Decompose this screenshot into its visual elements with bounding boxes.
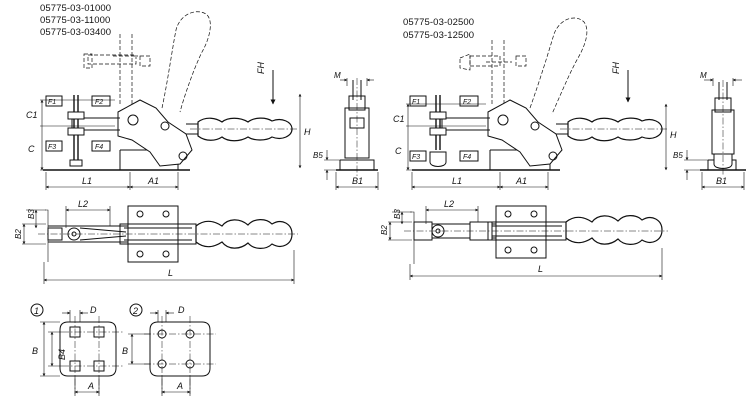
- svg-text:F1: F1: [412, 99, 420, 106]
- svg-text:F1: F1: [48, 99, 56, 106]
- svg-text:L2: L2: [444, 199, 454, 209]
- left-clamp-top-view: B2 B3 L2 L: [14, 199, 298, 284]
- part-number-right-1: 05775-03-02500: [403, 17, 475, 28]
- part-number-left-1: 05775-03-01000: [40, 3, 112, 14]
- svg-text:2: 2: [132, 306, 138, 316]
- svg-text:A1: A1: [147, 176, 159, 186]
- svg-text:B5: B5: [673, 151, 683, 160]
- svg-text:C: C: [395, 146, 402, 156]
- svg-text:B3: B3: [27, 209, 36, 219]
- force-tags-right: F1 F2 F3 F4: [409, 95, 479, 162]
- left-clamp-end-view: M B5 B1: [313, 71, 379, 190]
- svg-text:F4: F4: [95, 144, 103, 151]
- part-number-right-2: 05775-03-12500: [403, 30, 475, 41]
- force-tags-left: F1 F2 F3 F4: [45, 95, 111, 152]
- right-clamp-side-view: F1 F2 F3 F4 FH C1 C H L1 A1: [393, 17, 677, 190]
- svg-text:L: L: [538, 264, 543, 274]
- svg-text:D: D: [178, 305, 185, 315]
- svg-text:C: C: [28, 144, 35, 154]
- svg-text:B3: B3: [393, 209, 402, 219]
- svg-text:B: B: [122, 346, 128, 356]
- svg-text:H: H: [670, 130, 677, 140]
- svg-text:FH: FH: [611, 62, 621, 74]
- svg-text:1: 1: [34, 306, 39, 316]
- part-number-left-3: 05775-03-03400: [40, 27, 112, 38]
- svg-text:FH: FH: [256, 62, 266, 74]
- svg-text:B4: B4: [57, 349, 67, 360]
- part-number-left-2: 05775-03-11000: [40, 15, 111, 26]
- svg-text:F4: F4: [463, 154, 471, 161]
- left-clamp-side-view: F1 F2 F3 F4 FH C1 C H L1 A1: [26, 11, 311, 190]
- svg-text:F3: F3: [412, 154, 420, 161]
- svg-text:C1: C1: [26, 110, 38, 120]
- svg-text:L2: L2: [78, 199, 88, 209]
- svg-text:A1: A1: [515, 176, 527, 186]
- svg-text:F3: F3: [48, 144, 56, 151]
- svg-text:B2: B2: [14, 229, 23, 239]
- svg-text:M: M: [334, 71, 341, 80]
- svg-text:D: D: [90, 305, 97, 315]
- svg-text:M: M: [700, 71, 707, 80]
- svg-text:B1: B1: [352, 176, 363, 186]
- svg-text:B2: B2: [380, 225, 389, 235]
- svg-text:F2: F2: [95, 99, 103, 106]
- svg-text:B5: B5: [313, 151, 323, 160]
- svg-text:B: B: [32, 346, 38, 356]
- svg-text:A: A: [176, 381, 183, 391]
- svg-text:C1: C1: [393, 114, 405, 124]
- svg-text:F2: F2: [463, 99, 471, 106]
- base-plate-variant-1: 1 B B4 D A: [30, 303, 124, 396]
- svg-text:L1: L1: [452, 176, 462, 186]
- svg-text:H: H: [304, 127, 311, 137]
- svg-text:L1: L1: [82, 176, 92, 186]
- svg-text:B1: B1: [716, 176, 727, 186]
- svg-text:L: L: [168, 268, 173, 278]
- svg-text:A: A: [87, 381, 94, 391]
- right-clamp-end-view: M B5 B1: [673, 71, 746, 190]
- right-clamp-top-view: B2 B3 L2 L: [380, 199, 668, 280]
- base-plate-variant-2: 2 B D A: [122, 303, 216, 396]
